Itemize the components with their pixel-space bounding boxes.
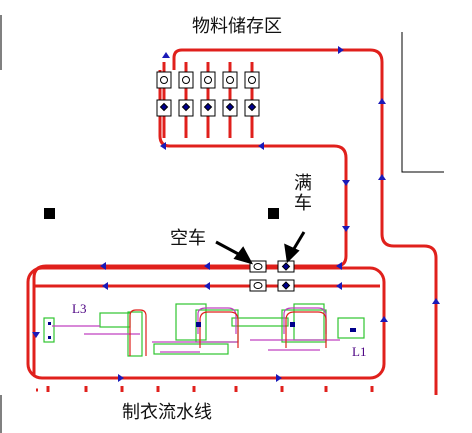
storage-slot xyxy=(200,71,216,117)
empty-cart-station xyxy=(249,260,267,292)
production-line-title: 制衣流水线 xyxy=(122,402,212,423)
full-cart-label: 满车 xyxy=(291,173,312,213)
storage-slots xyxy=(156,71,260,117)
storage-area-title: 物料储存区 xyxy=(192,16,282,37)
production-equipment xyxy=(43,303,365,357)
cart-stations xyxy=(249,260,295,292)
storage-slot xyxy=(156,71,172,117)
full-cart-station xyxy=(277,260,295,292)
direction-arrows xyxy=(32,46,440,382)
wall-outline xyxy=(0,15,444,433)
storage-slot xyxy=(178,71,194,117)
line-l3-label: L3 xyxy=(72,301,87,316)
storage-slot xyxy=(222,71,238,117)
track-stubs xyxy=(46,386,374,392)
storage-slot xyxy=(244,71,260,117)
floor-marker-right xyxy=(268,208,279,219)
line-l1-label: L1 xyxy=(352,344,367,359)
empty-cart-label: 空车 xyxy=(170,228,206,249)
floor-marker-left xyxy=(44,208,55,219)
label-pointers xyxy=(215,231,306,265)
